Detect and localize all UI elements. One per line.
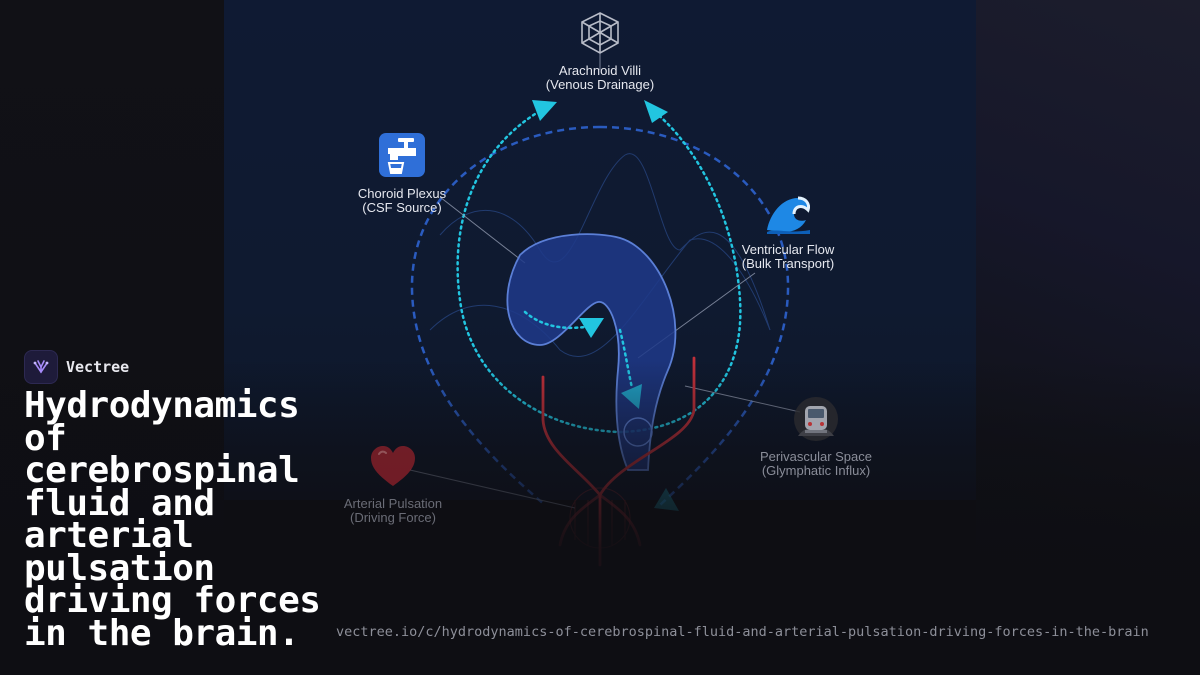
- ventricular-flow-subtitle: (Bulk Transport): [741, 256, 835, 271]
- arachnoid-villi-title: Arachnoid Villi: [558, 63, 642, 78]
- arterial-pulsation-subtitle: (Driving Force): [350, 510, 436, 525]
- ventricular-flow-title: Ventricular Flow: [741, 242, 835, 257]
- bottom-fade-overlay: [0, 360, 1200, 675]
- source-url: vectree.io/c/hydrodynamics-of-cerebrospi…: [336, 624, 1149, 640]
- perivascular-space-subtitle: (Glymphatic Influx): [761, 463, 871, 478]
- arterial-pulsation-title: Arterial Pulsation: [343, 496, 443, 511]
- choroid-plexus-label: Choroid Plexus (CSF Source): [358, 187, 446, 215]
- arrowhead-arachnoid-left: [532, 100, 557, 121]
- arachnoid-villi-subtitle: (Venous Drainage): [545, 77, 655, 92]
- wave-icon: [764, 190, 812, 236]
- heart-icon: [369, 444, 417, 488]
- arrowhead-arachnoid-right: [644, 100, 668, 123]
- perivascular-space-title: Perivascular Space: [760, 449, 872, 464]
- arachnoid-villi-label: Arachnoid Villi (Venous Drainage): [546, 64, 654, 92]
- brain-contours: [429, 153, 771, 357]
- page-title: Hydrodynamics of cerebrospinal fluid and…: [24, 385, 321, 654]
- arterial-pulsation-label: Arterial Pulsation (Driving Force): [344, 497, 442, 525]
- brand-header: Vectree: [24, 350, 129, 384]
- subway-tunnel-icon: [793, 396, 839, 442]
- perivascular-space-label: Perivascular Space (Glymphatic Influx): [760, 450, 872, 478]
- outer-circulation-loop: [410, 125, 790, 506]
- arrowhead-ventricle: [579, 318, 604, 338]
- vectree-logo-icon: [24, 350, 58, 384]
- ventricular-flow-label: Ventricular Flow (Bulk Transport): [742, 243, 834, 271]
- brand-name: Vectree: [66, 358, 130, 376]
- choroid-plexus-title: Choroid Plexus: [357, 186, 447, 201]
- choroid-plexus-subtitle: (CSF Source): [362, 200, 442, 215]
- faucet-icon: [378, 132, 426, 178]
- spider-web-icon: [576, 10, 624, 56]
